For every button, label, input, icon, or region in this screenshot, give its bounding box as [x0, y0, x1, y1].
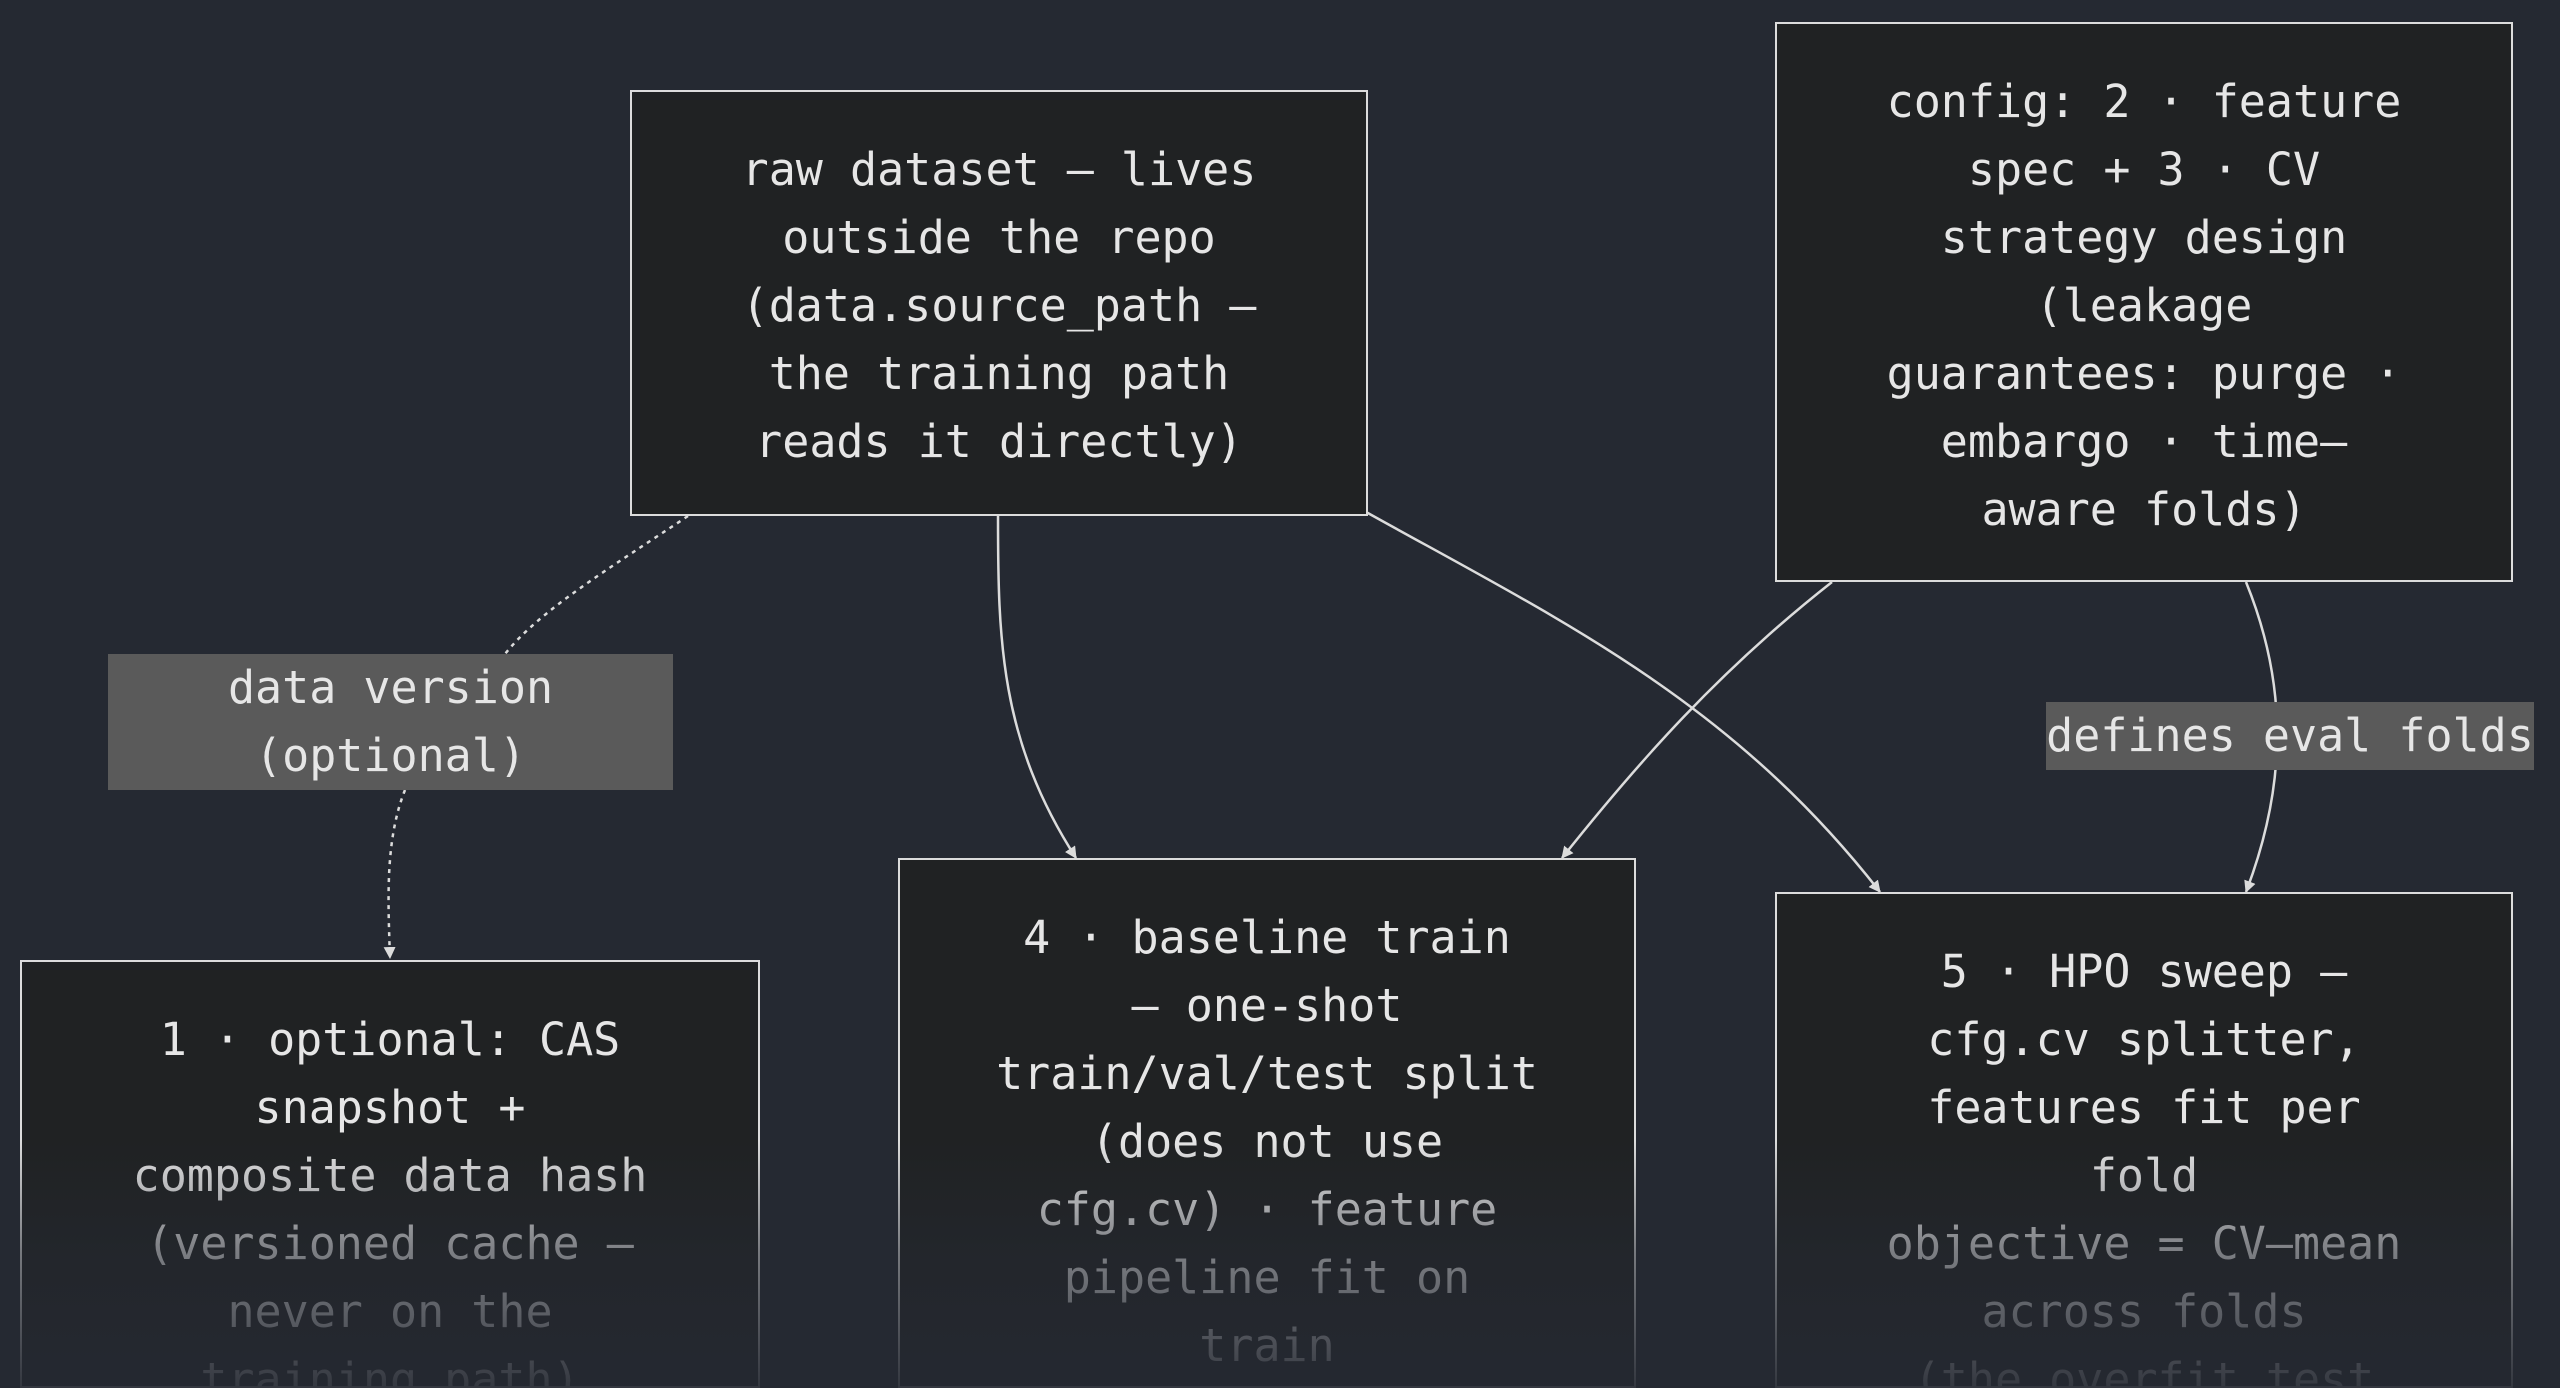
node-cas-snapshot: 1 · optional: CAS snapshot + composite d… [20, 960, 760, 1388]
edge-config-to-baseline [1561, 581, 1833, 859]
edge-raw-to-baseline [996, 515, 1078, 859]
edge-label-data-version: data version (optional) [108, 654, 673, 790]
edge-label-defines-eval-folds: defines eval folds [2046, 702, 2534, 770]
node-baseline-train: 4 · baseline train — one-shot train/val/… [898, 858, 1636, 1388]
edge-raw-to-hpo [1365, 510, 1881, 893]
edge-data-version-to-cas [383, 789, 407, 959]
node-hpo-sweep: 5 · HPO sweep — cfg.cv splitter, feature… [1775, 892, 2513, 1388]
edge-raw-to-data-version [504, 514, 689, 655]
node-config: config: 2 · feature spec + 3 · CV strate… [1775, 22, 2513, 582]
node-raw-dataset: raw dataset — lives outside the repo (da… [630, 90, 1368, 516]
